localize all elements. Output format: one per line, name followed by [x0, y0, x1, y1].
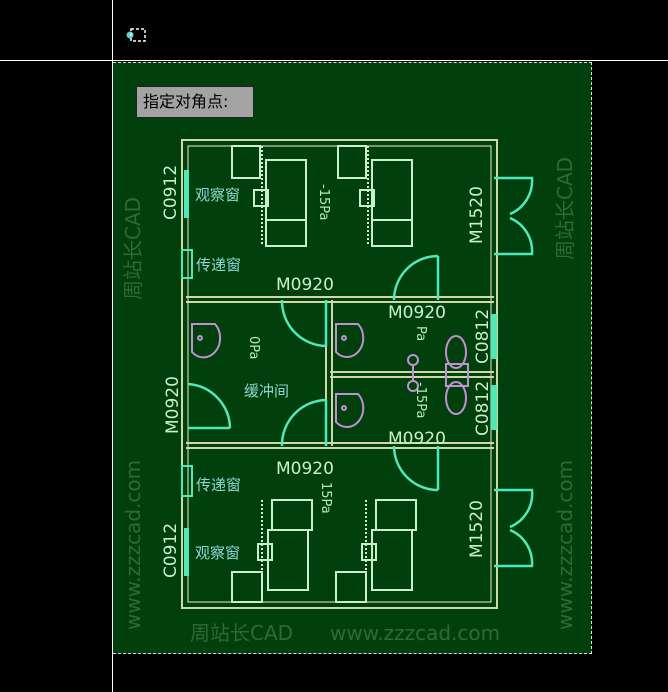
- room-label: 观察窗: [195, 186, 240, 204]
- pressure-label: -15Pa: [316, 184, 331, 220]
- door-label: M1520: [467, 186, 487, 244]
- watermarks: 周站长CAD www.zzzcad.com 周站长CAD www.zzzcad.…: [121, 157, 577, 645]
- sanitary-fixtures: [191, 323, 469, 428]
- windows: [181, 170, 497, 576]
- door-label: M0920: [163, 376, 183, 434]
- watermark-text: www.zzzcad.com: [121, 460, 145, 630]
- watermark-text: 周站长CAD: [121, 197, 145, 300]
- selection-window[interactable]: [113, 62, 592, 654]
- door-label: M0920: [276, 459, 334, 479]
- pressure-label: Pa: [413, 326, 428, 341]
- walls: [181, 139, 498, 609]
- watermark-text: 周站长CAD: [553, 157, 577, 260]
- door-label: M0920: [388, 429, 446, 449]
- room-label: 缓冲间: [244, 382, 289, 400]
- room-label: 传递窗: [196, 256, 241, 274]
- command-prompt-tooltip: 指定对角点:: [136, 86, 254, 118]
- window-label: C0912: [161, 523, 181, 578]
- window-select-cursor-icon: [126, 28, 146, 42]
- door-label: M0920: [388, 303, 446, 323]
- room-label: 观察窗: [195, 544, 240, 562]
- watermark-text: www.zzzcad.com: [330, 621, 500, 645]
- watermark-text: 周站长CAD: [190, 621, 293, 645]
- window-label: C0812: [473, 309, 493, 364]
- beds: [231, 145, 417, 603]
- pressure-label: -15Pa: [413, 382, 428, 418]
- crosshair-vertical: [112, 0, 113, 692]
- door-label: M1520: [467, 500, 487, 558]
- crosshair-horizontal: [0, 60, 668, 61]
- pressure-label: 0Pa: [246, 336, 261, 360]
- doors: [187, 176, 534, 568]
- door-label: M0920: [276, 275, 334, 295]
- window-label: C0812: [473, 381, 493, 436]
- pressure-label: 15Pa: [318, 482, 333, 514]
- room-label: 传递窗: [196, 476, 241, 494]
- watermark-text: www.zzzcad.com: [553, 460, 577, 630]
- window-label: C0912: [161, 165, 181, 220]
